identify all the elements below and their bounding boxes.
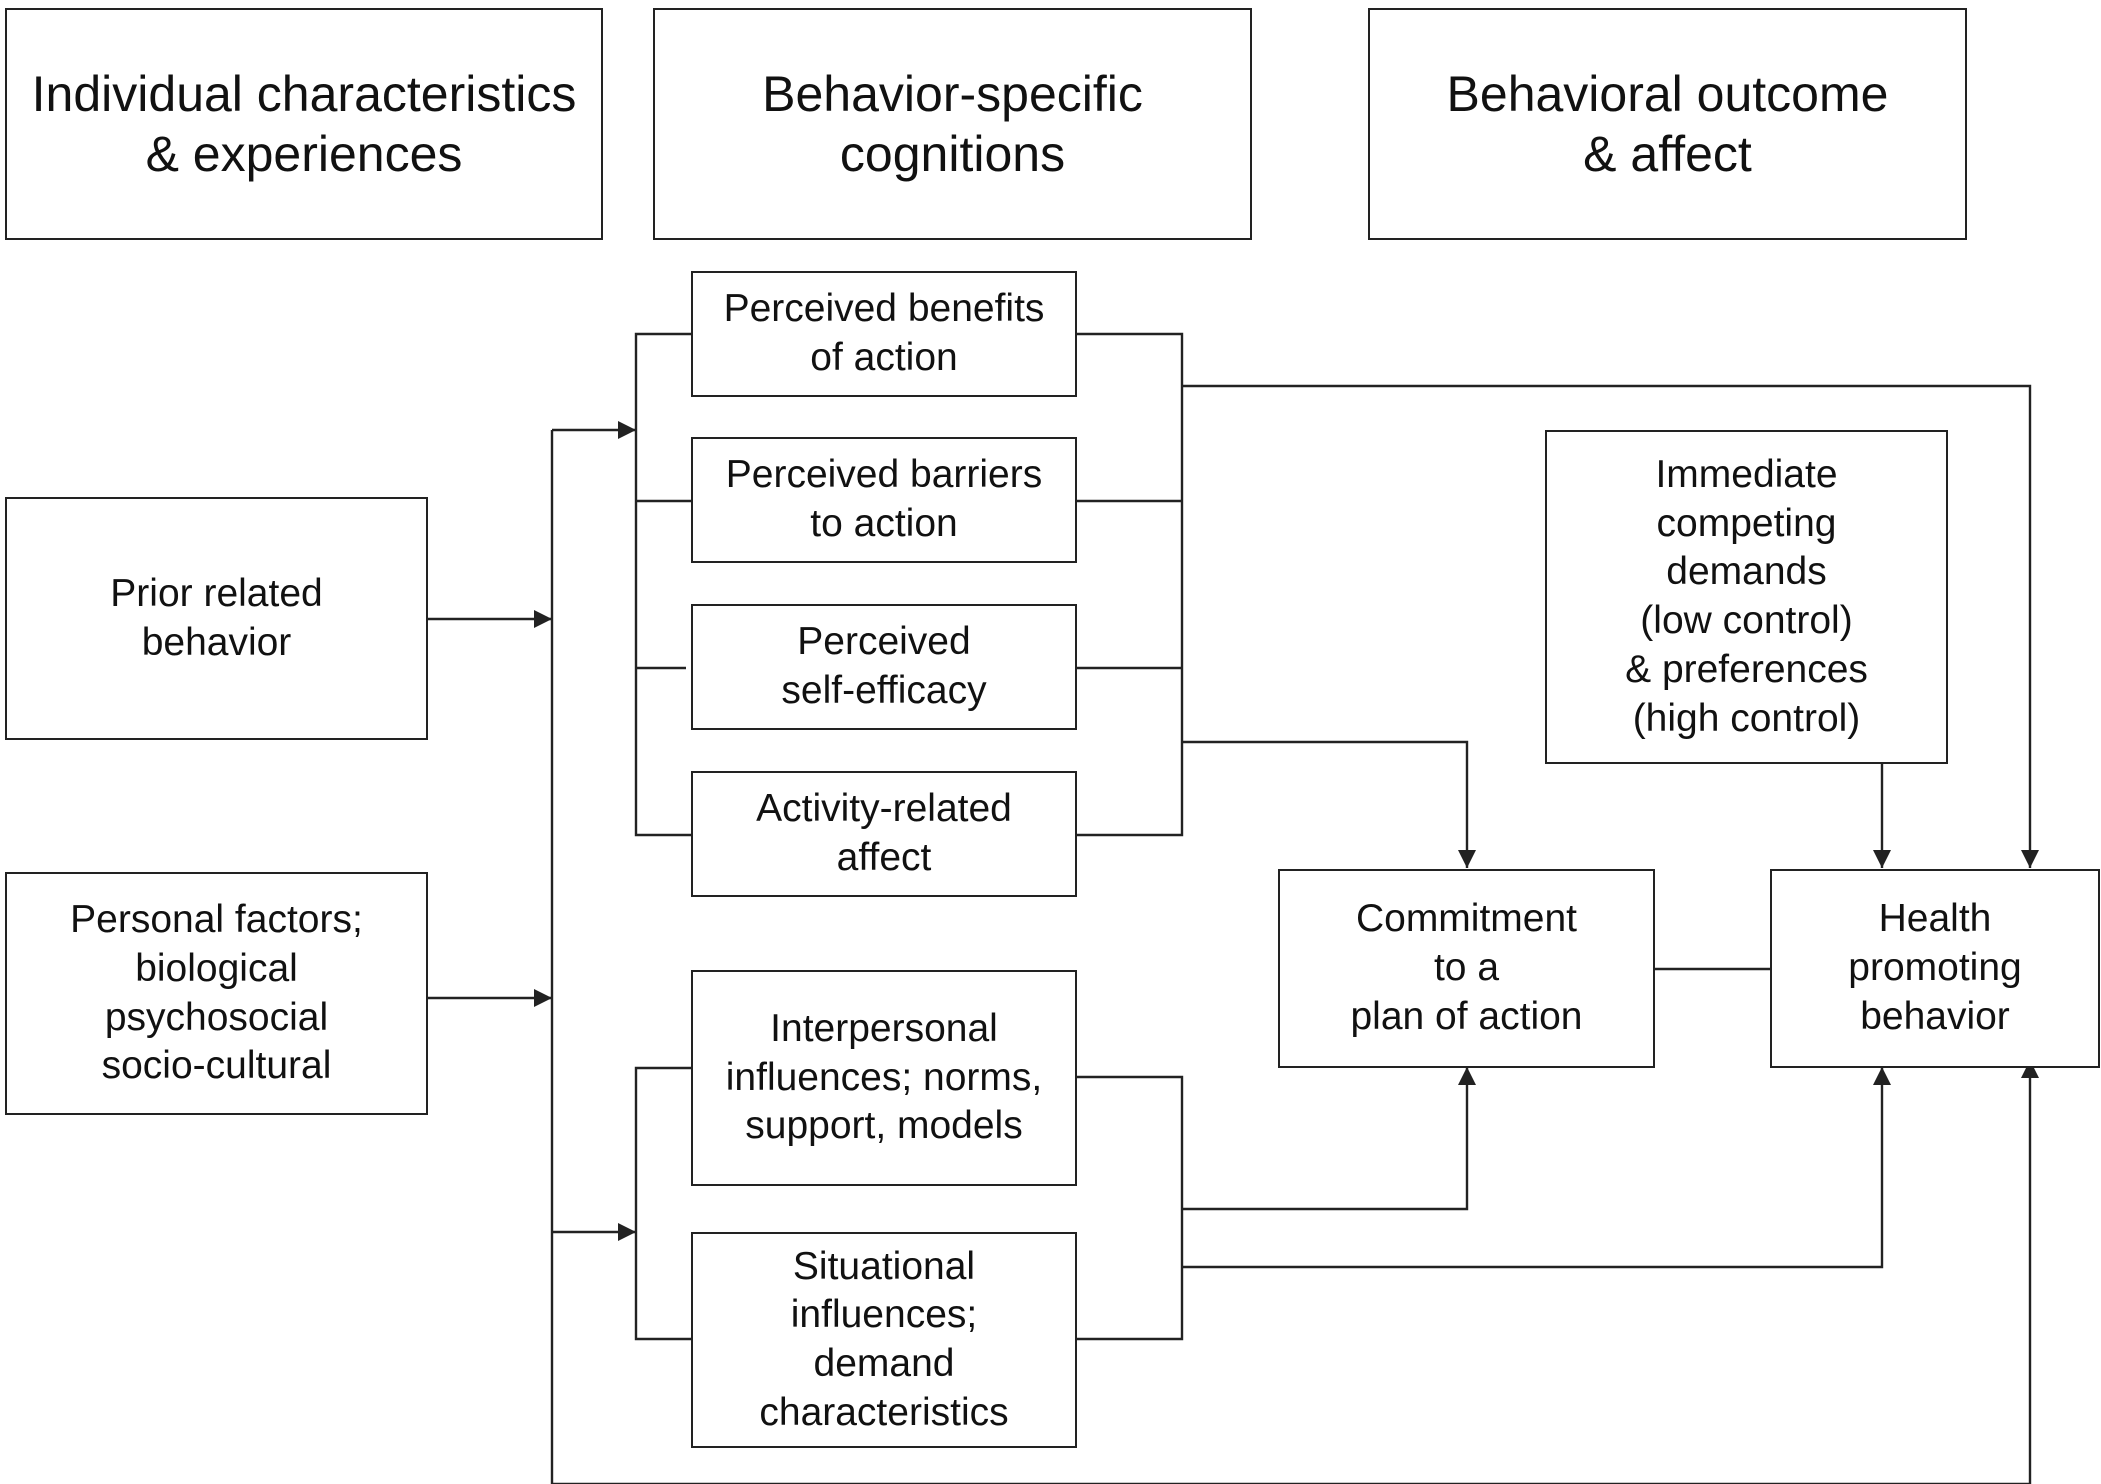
arrow-influences-to-commitment [1182,1067,1476,1211]
node-activity-related-affect: Activity-related affect [691,771,1077,897]
bracket-right-top [1076,332,1184,837]
arrow-cognitions-to-commitment [1182,740,1476,868]
node-perceived-self-efficacy: Perceived self-efficacy [691,604,1077,730]
interpersonal-label: Interpersonal influences; norms, support… [725,1006,1043,1148]
node-situational-influences: Situational influences; demand character… [691,1232,1077,1448]
arrow-trunk-to-health-behavior [552,1060,2039,1484]
bracket-right-bottom [1076,1075,1184,1341]
activity-affect-label: Activity-related affect [756,787,1012,879]
header-behavior-specific-cognitions: Behavior-specific cognitions [653,8,1252,240]
situational-label: Situational influences; demand character… [759,1244,1009,1434]
arrow-cognitions-to-health-behavior [1182,384,2039,868]
self-efficacy-label: Perceived self-efficacy [781,620,987,712]
prior-behavior-label: Prior related behavior [110,571,323,664]
personal-factors-label: Personal factors; biological psychosocia… [70,898,363,1088]
node-commitment-to-plan: Commitment to a plan of action [1278,869,1655,1068]
node-prior-related-behavior: Prior related behavior [5,497,428,740]
bracket-left-top [634,332,692,837]
header-individual-label: Individual characteristics & experiences [31,66,577,182]
node-health-promoting-behavior: Health promoting behavior [1770,869,2100,1068]
barriers-label: Perceived barriers to action [725,453,1043,545]
header-outcome-label: Behavioral outcome & affect [1446,66,1889,182]
arrow-influences-to-health-behavior [1182,1067,1891,1269]
bracket-left-bottom [634,1066,692,1341]
health-behavior-label: Health promoting behavior [1848,897,2022,1038]
node-perceived-benefits: Perceived benefits of action [691,271,1077,397]
node-immediate-competing-demands: Immediate competing demands (low control… [1545,430,1948,764]
commitment-label: Commitment to a plan of action [1350,897,1583,1038]
node-personal-factors: Personal factors; biological psychosocia… [5,872,428,1115]
benefits-label: Perceived benefits of action [723,287,1045,379]
header-cognitions-label: Behavior-specific cognitions [762,66,1143,182]
node-interpersonal-influences: Interpersonal influences; norms, support… [691,970,1077,1186]
node-perceived-barriers: Perceived barriers to action [691,437,1077,563]
header-behavioral-outcome: Behavioral outcome & affect [1368,8,1967,240]
competing-label: Immediate competing demands (low control… [1625,452,1868,740]
header-individual-characteristics: Individual characteristics & experiences [5,8,603,240]
